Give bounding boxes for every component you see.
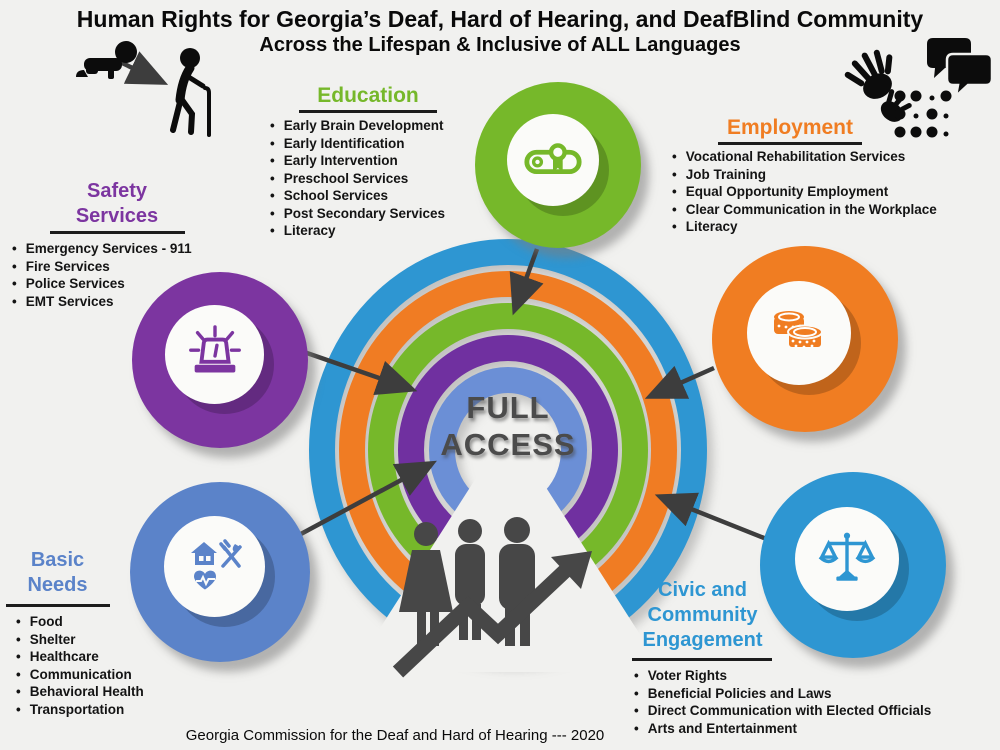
civic-title-line: Engagement <box>642 629 763 651</box>
employment-arrow <box>644 365 715 399</box>
list-item: Early Brain Development <box>268 117 445 135</box>
education-list: Early Brain Development Early Identifica… <box>268 117 445 240</box>
list-item: Healthcare <box>14 648 144 666</box>
siren-icon <box>188 324 241 373</box>
safety-title-line: Safety <box>86 180 148 202</box>
list-item: Early Identification <box>268 135 445 153</box>
connector-arrows <box>119 51 770 543</box>
list-item: Communication <box>14 666 144 684</box>
list-item: Police Services <box>10 275 192 293</box>
safety-circle-hole <box>165 305 264 404</box>
braille-dots-icon <box>894 90 952 138</box>
civic-title-line: Civic and <box>658 579 747 601</box>
coins-icon <box>774 311 824 350</box>
list-item: Direct Communication with Elected Offici… <box>632 702 932 720</box>
full-access-line2: ACCESS <box>440 427 576 462</box>
basic-needs-circle <box>130 482 310 662</box>
elder-with-cane-icon <box>170 48 211 137</box>
full-access-label: FULL ACCESS <box>398 389 618 463</box>
basic-needs-title-line: Basic <box>30 549 85 571</box>
list-item: Shelter <box>14 631 144 649</box>
speech-bubbles-icon <box>927 38 994 100</box>
page-title: Human Rights for Georgia’s Deaf, Hard of… <box>76 6 924 32</box>
list-item: School Services <box>268 187 445 205</box>
employment-underline <box>718 142 862 145</box>
list-item: Job Training <box>670 166 937 184</box>
house-food-health-icon <box>190 538 242 590</box>
baby-crawling-icon <box>76 41 137 79</box>
list-item: EMT Services <box>10 293 192 311</box>
list-item: Equal Opportunity Employment <box>670 183 937 201</box>
safety-arrow <box>303 349 418 395</box>
diploma-icon <box>524 143 582 175</box>
list-item: Preschool Services <box>268 170 445 188</box>
list-item: Emergency Services - 911 <box>10 240 192 258</box>
list-item: Fire Services <box>10 258 192 276</box>
list-item: Voter Rights <box>632 667 931 685</box>
scales-of-justice-icon <box>819 533 876 582</box>
list-item: Literacy <box>670 218 937 236</box>
safety-list: Emergency Services - 911 Fire Services P… <box>10 240 192 310</box>
employment-title: Employment <box>726 116 854 139</box>
list-item: Food <box>14 613 144 631</box>
list-item: Vocational Rehabilitation Services <box>670 148 937 166</box>
civic-underline <box>632 658 772 661</box>
basic-needs-title: Basic Needs <box>5 548 110 598</box>
sign-language-hands-icon <box>844 49 912 122</box>
civic-circle-hole <box>795 507 900 612</box>
employment-circle <box>712 246 898 432</box>
list-item: Behavioral Health <box>14 683 144 701</box>
page-subtitle: Across the Lifespan & Inclusive of ALL L… <box>259 34 741 56</box>
basic-needs-circle-hole <box>164 516 265 617</box>
civic-circle <box>760 472 946 658</box>
civic-title: Civic and Community Engagement <box>615 578 790 653</box>
employment-list: Vocational Rehabilitation Services Job T… <box>670 148 937 236</box>
safety-underline <box>50 231 185 234</box>
footer-credit: Georgia Commission for the Deaf and Hard… <box>185 727 605 744</box>
civic-list: Voter Rights Beneficial Policies and Law… <box>632 667 932 738</box>
full-access-line1: FULL <box>466 390 550 425</box>
basic-needs-title-line: Needs <box>27 574 88 596</box>
list-item: Beneficial Policies and Laws <box>632 685 931 703</box>
list-item: Transportation <box>14 701 144 719</box>
list-item: Early Intervention <box>268 152 445 170</box>
lifespan-arrow <box>119 51 169 85</box>
employment-circle-hole <box>747 281 852 386</box>
basic-needs-arrow <box>297 460 437 537</box>
education-title: Education <box>317 84 419 107</box>
education-circle <box>475 82 641 248</box>
civic-arrow <box>654 492 770 543</box>
growth-arrow-icon <box>392 551 592 678</box>
list-item: Literacy <box>268 222 445 240</box>
basic-needs-underline <box>6 604 110 607</box>
education-circle-hole <box>506 113 600 207</box>
basic-needs-list: Food Shelter Healthcare Communication Be… <box>14 613 144 718</box>
education-arrow <box>509 248 544 316</box>
safety-title-line: Services <box>75 205 159 227</box>
list-item: Post Secondary Services <box>268 205 445 223</box>
civic-title-line: Community <box>647 604 758 626</box>
education-underline <box>299 110 437 113</box>
list-item: Arts and Entertainment <box>632 720 931 738</box>
safety-title: Safety Services <box>37 179 197 229</box>
list-item: Clear Communication in the Workplace <box>670 201 937 219</box>
safety-circle <box>132 272 308 448</box>
